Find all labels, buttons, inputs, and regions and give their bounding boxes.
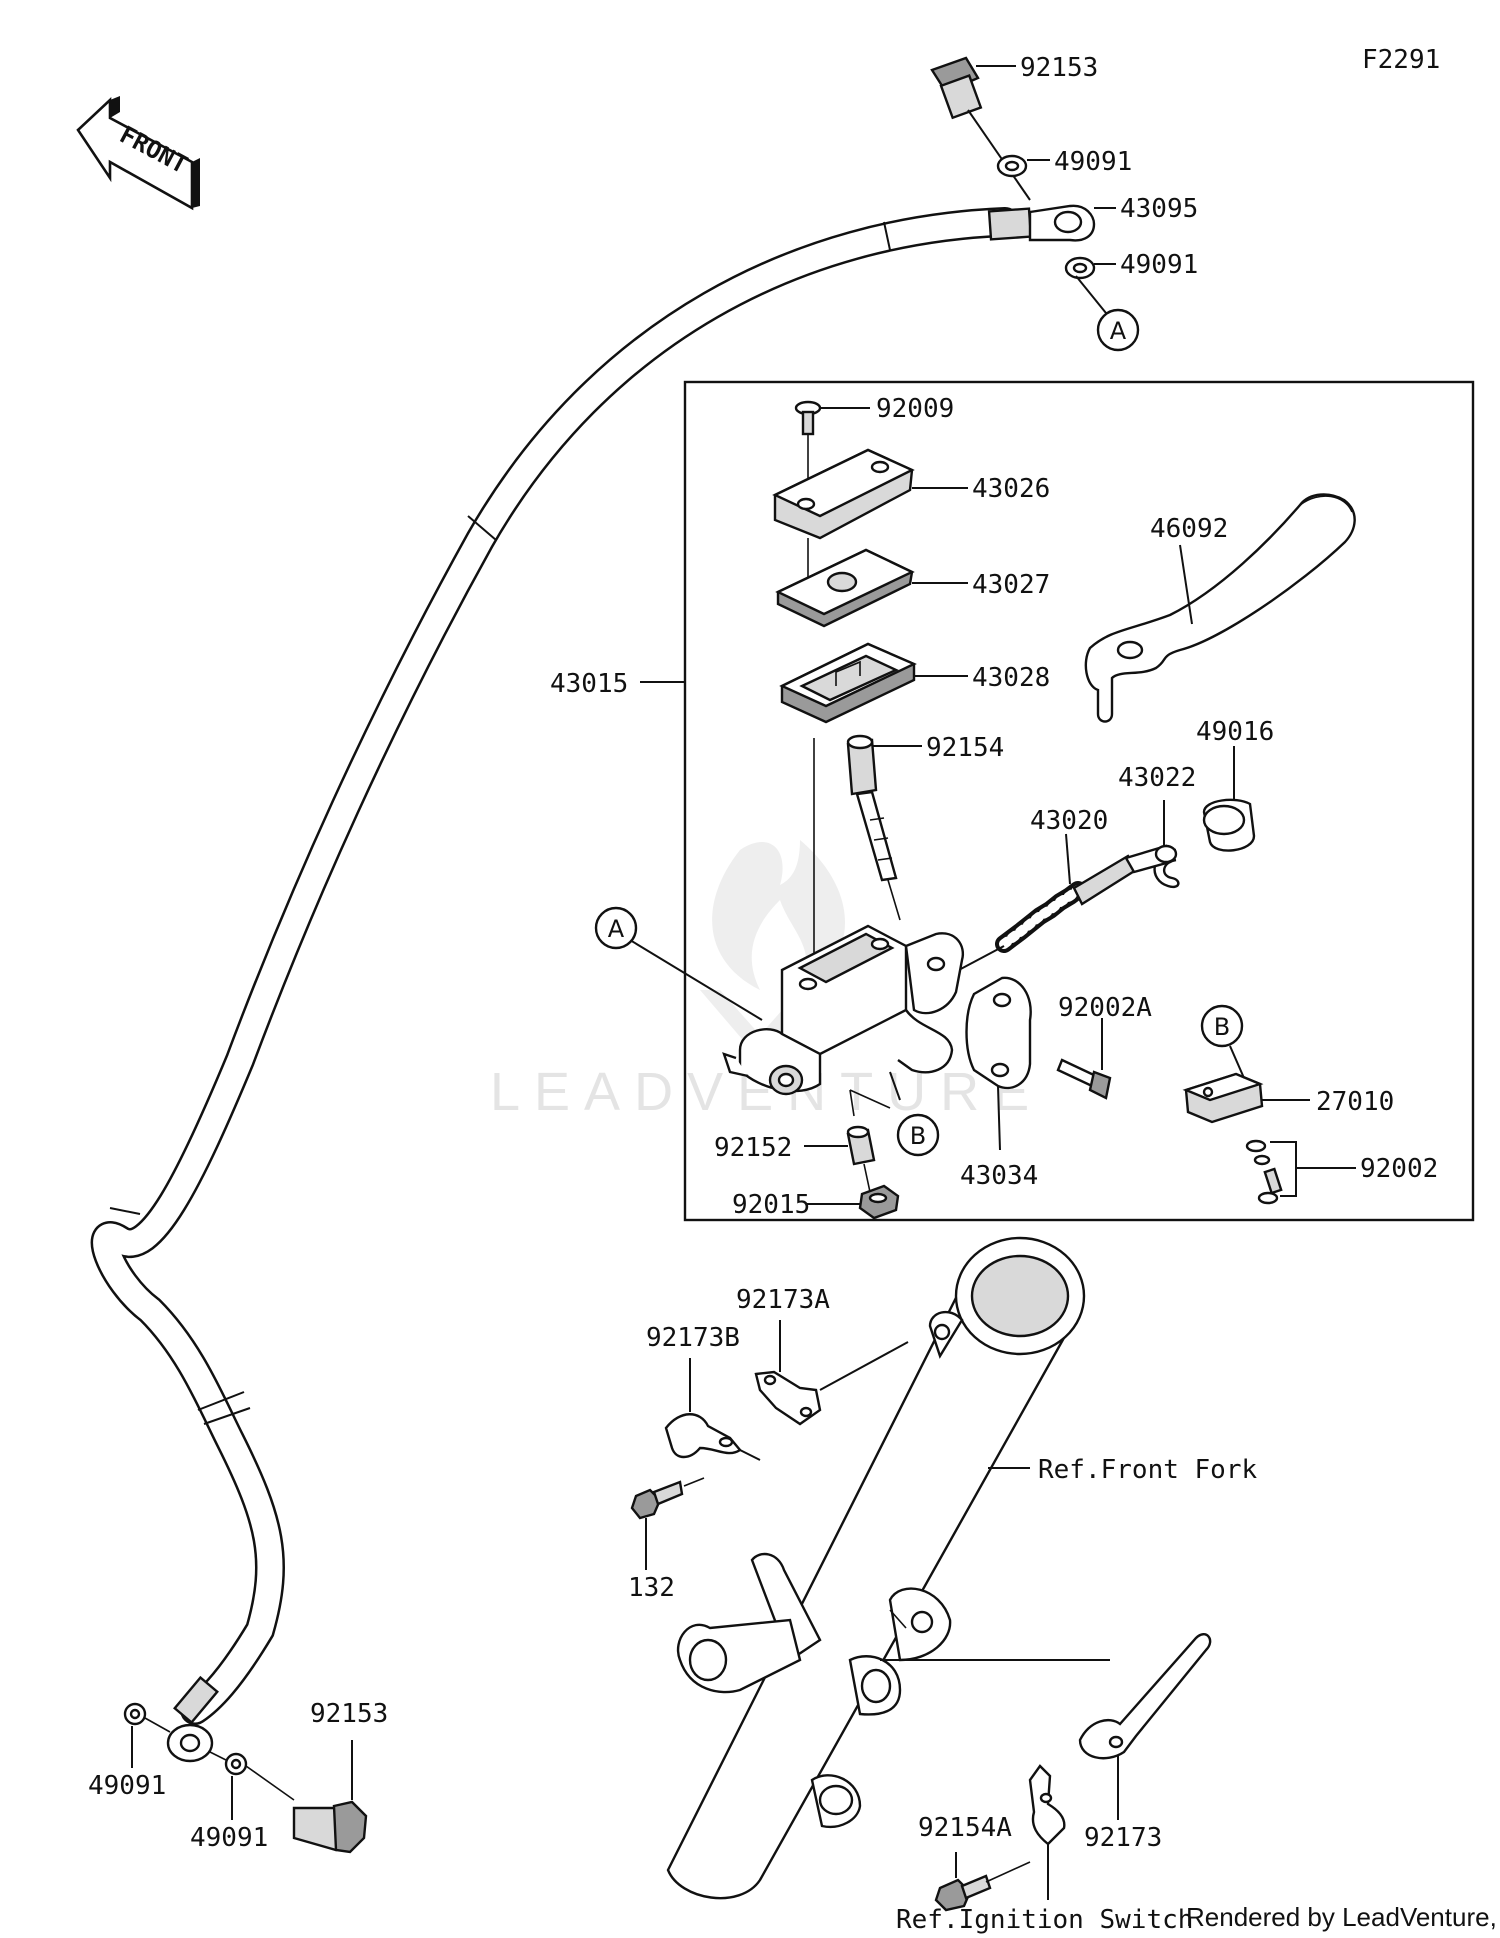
bracket-92173 [1078, 1633, 1212, 1820]
part-92009[interactable]: 92009 [876, 394, 954, 424]
diagram-code: F2291 [1362, 45, 1440, 75]
part-92173B[interactable]: 92173B [646, 1323, 740, 1353]
part-49016[interactable]: 49016 [1196, 717, 1274, 747]
part-92152[interactable]: 92152 [714, 1133, 792, 1163]
screw-92009 [794, 400, 870, 500]
part-43027[interactable]: 43027 [972, 570, 1050, 600]
circlip-43022 [1153, 800, 1180, 889]
master-cylinder-body [722, 924, 965, 1117]
part-92153-bottom[interactable]: 92153 [310, 1699, 388, 1729]
front-fork [666, 1236, 1110, 1900]
part-92154A[interactable]: 92154A [918, 1813, 1012, 1843]
part-46092[interactable]: 46092 [1150, 514, 1228, 544]
ref-ignition-switch[interactable]: Ref.Ignition Switch [896, 1905, 1193, 1935]
diaphragm-plate-43027 [775, 548, 968, 628]
bushing-49016 [1202, 746, 1256, 852]
front-arrow-icon: FRONT [76, 96, 200, 211]
callout-b-body[interactable]: B [896, 1113, 940, 1157]
part-92154[interactable]: 92154 [926, 733, 1004, 763]
switch-27010 [1182, 1045, 1310, 1124]
svg-text:B: B [1214, 1013, 1230, 1041]
part-92173A[interactable]: 92173A [736, 1285, 830, 1315]
spacer-92152 [804, 1125, 876, 1193]
part-49091-bottom-left-2[interactable]: 49091 [190, 1823, 268, 1853]
part-92002A[interactable]: 92002A [1058, 993, 1152, 1023]
piston-43020 [939, 833, 1178, 981]
part-49091-top-2[interactable]: 49091 [1120, 250, 1198, 280]
part-49091-top-1[interactable]: 49091 [1054, 147, 1132, 177]
callout-a-top[interactable]: A [1096, 308, 1140, 352]
ref-front-fork[interactable]: Ref.Front Fork [1038, 1455, 1257, 1485]
brake-hose [90, 204, 1096, 1763]
callout-b-switch[interactable]: B [1200, 1004, 1244, 1048]
bolt-132 [630, 1477, 705, 1570]
bracket-92173A [754, 1320, 909, 1426]
part-49091-bottom-left-1[interactable]: 49091 [88, 1771, 166, 1801]
part-43028[interactable]: 43028 [972, 663, 1050, 693]
part-43026[interactable]: 43026 [972, 474, 1050, 504]
part-132[interactable]: 132 [628, 1573, 675, 1603]
part-43034[interactable]: 43034 [960, 1161, 1038, 1191]
part-92015[interactable]: 92015 [732, 1190, 810, 1220]
part-92173[interactable]: 92173 [1084, 1823, 1162, 1853]
clamp-92173B [664, 1358, 761, 1461]
top-banjo-assembly [930, 56, 1116, 319]
render-credit: Rendered by LeadVenture, Inc. [1186, 1902, 1500, 1932]
svg-text:A: A [1110, 317, 1127, 345]
reservoir-cap-43026 [772, 448, 968, 590]
screws-92002 [1245, 1139, 1356, 1205]
bracket-92154A [934, 1764, 1066, 1912]
callout-a-body[interactable]: A [594, 906, 763, 1021]
nut-92015 [806, 1184, 900, 1220]
part-43095[interactable]: 43095 [1120, 194, 1198, 224]
clamp-43034 [965, 976, 1032, 1151]
part-92002[interactable]: 92002 [1360, 1154, 1438, 1184]
part-27010[interactable]: 27010 [1316, 1087, 1394, 1117]
part-43015[interactable]: 43015 [550, 669, 628, 699]
bolt-92154 [846, 734, 922, 921]
brake-lever-46092 [1084, 493, 1356, 723]
part-92153-top[interactable]: 92153 [1020, 53, 1098, 83]
bolt-92002A [1056, 1018, 1112, 1100]
diaphragm-43028 [779, 642, 968, 956]
master-cylinder-assembly-box [683, 380, 1475, 1222]
svg-text:A: A [608, 915, 625, 943]
part-43022[interactable]: 43022 [1118, 763, 1196, 793]
svg-text:B: B [910, 1122, 926, 1150]
part-43020[interactable]: 43020 [1030, 806, 1108, 836]
bottom-banjo-assembly [123, 1702, 368, 1854]
